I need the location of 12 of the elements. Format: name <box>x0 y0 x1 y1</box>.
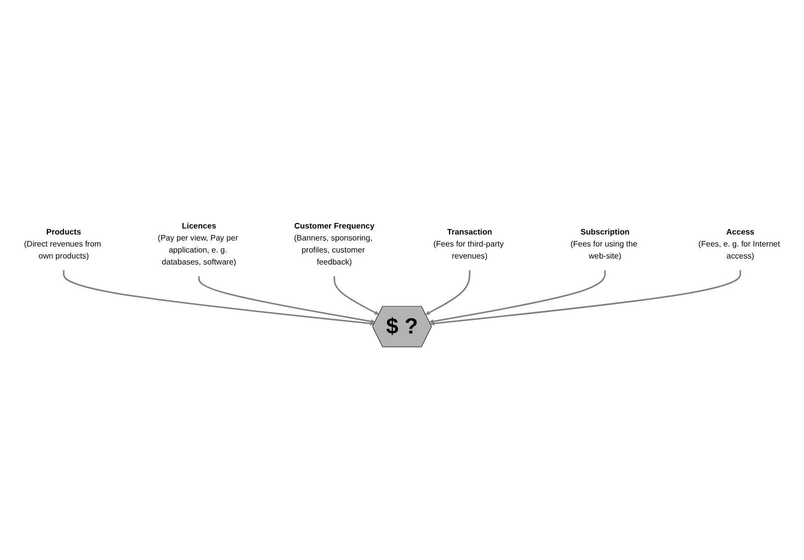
node-text: Customer Frequency (Banners, sponsoring, profiles, customer feedback) <box>294 222 374 267</box>
arrow <box>430 270 742 326</box>
arrow <box>334 276 380 315</box>
arrow <box>429 270 606 324</box>
node-text: Products (Direct revenues from own products) <box>24 228 102 261</box>
node-text: Subscription (Fees for using the web-site) <box>570 228 638 261</box>
node-text: Licences (Pay per view, Pay per application, e. g. databases, software) <box>158 222 238 267</box>
arrow <box>62 270 374 326</box>
node-text: Transaction (Fees for third-party revenues) <box>433 228 504 261</box>
arrow <box>425 270 470 315</box>
node-text: Access (Fees, e. g. for Internet access) <box>698 228 780 261</box>
arrow <box>198 276 376 324</box>
